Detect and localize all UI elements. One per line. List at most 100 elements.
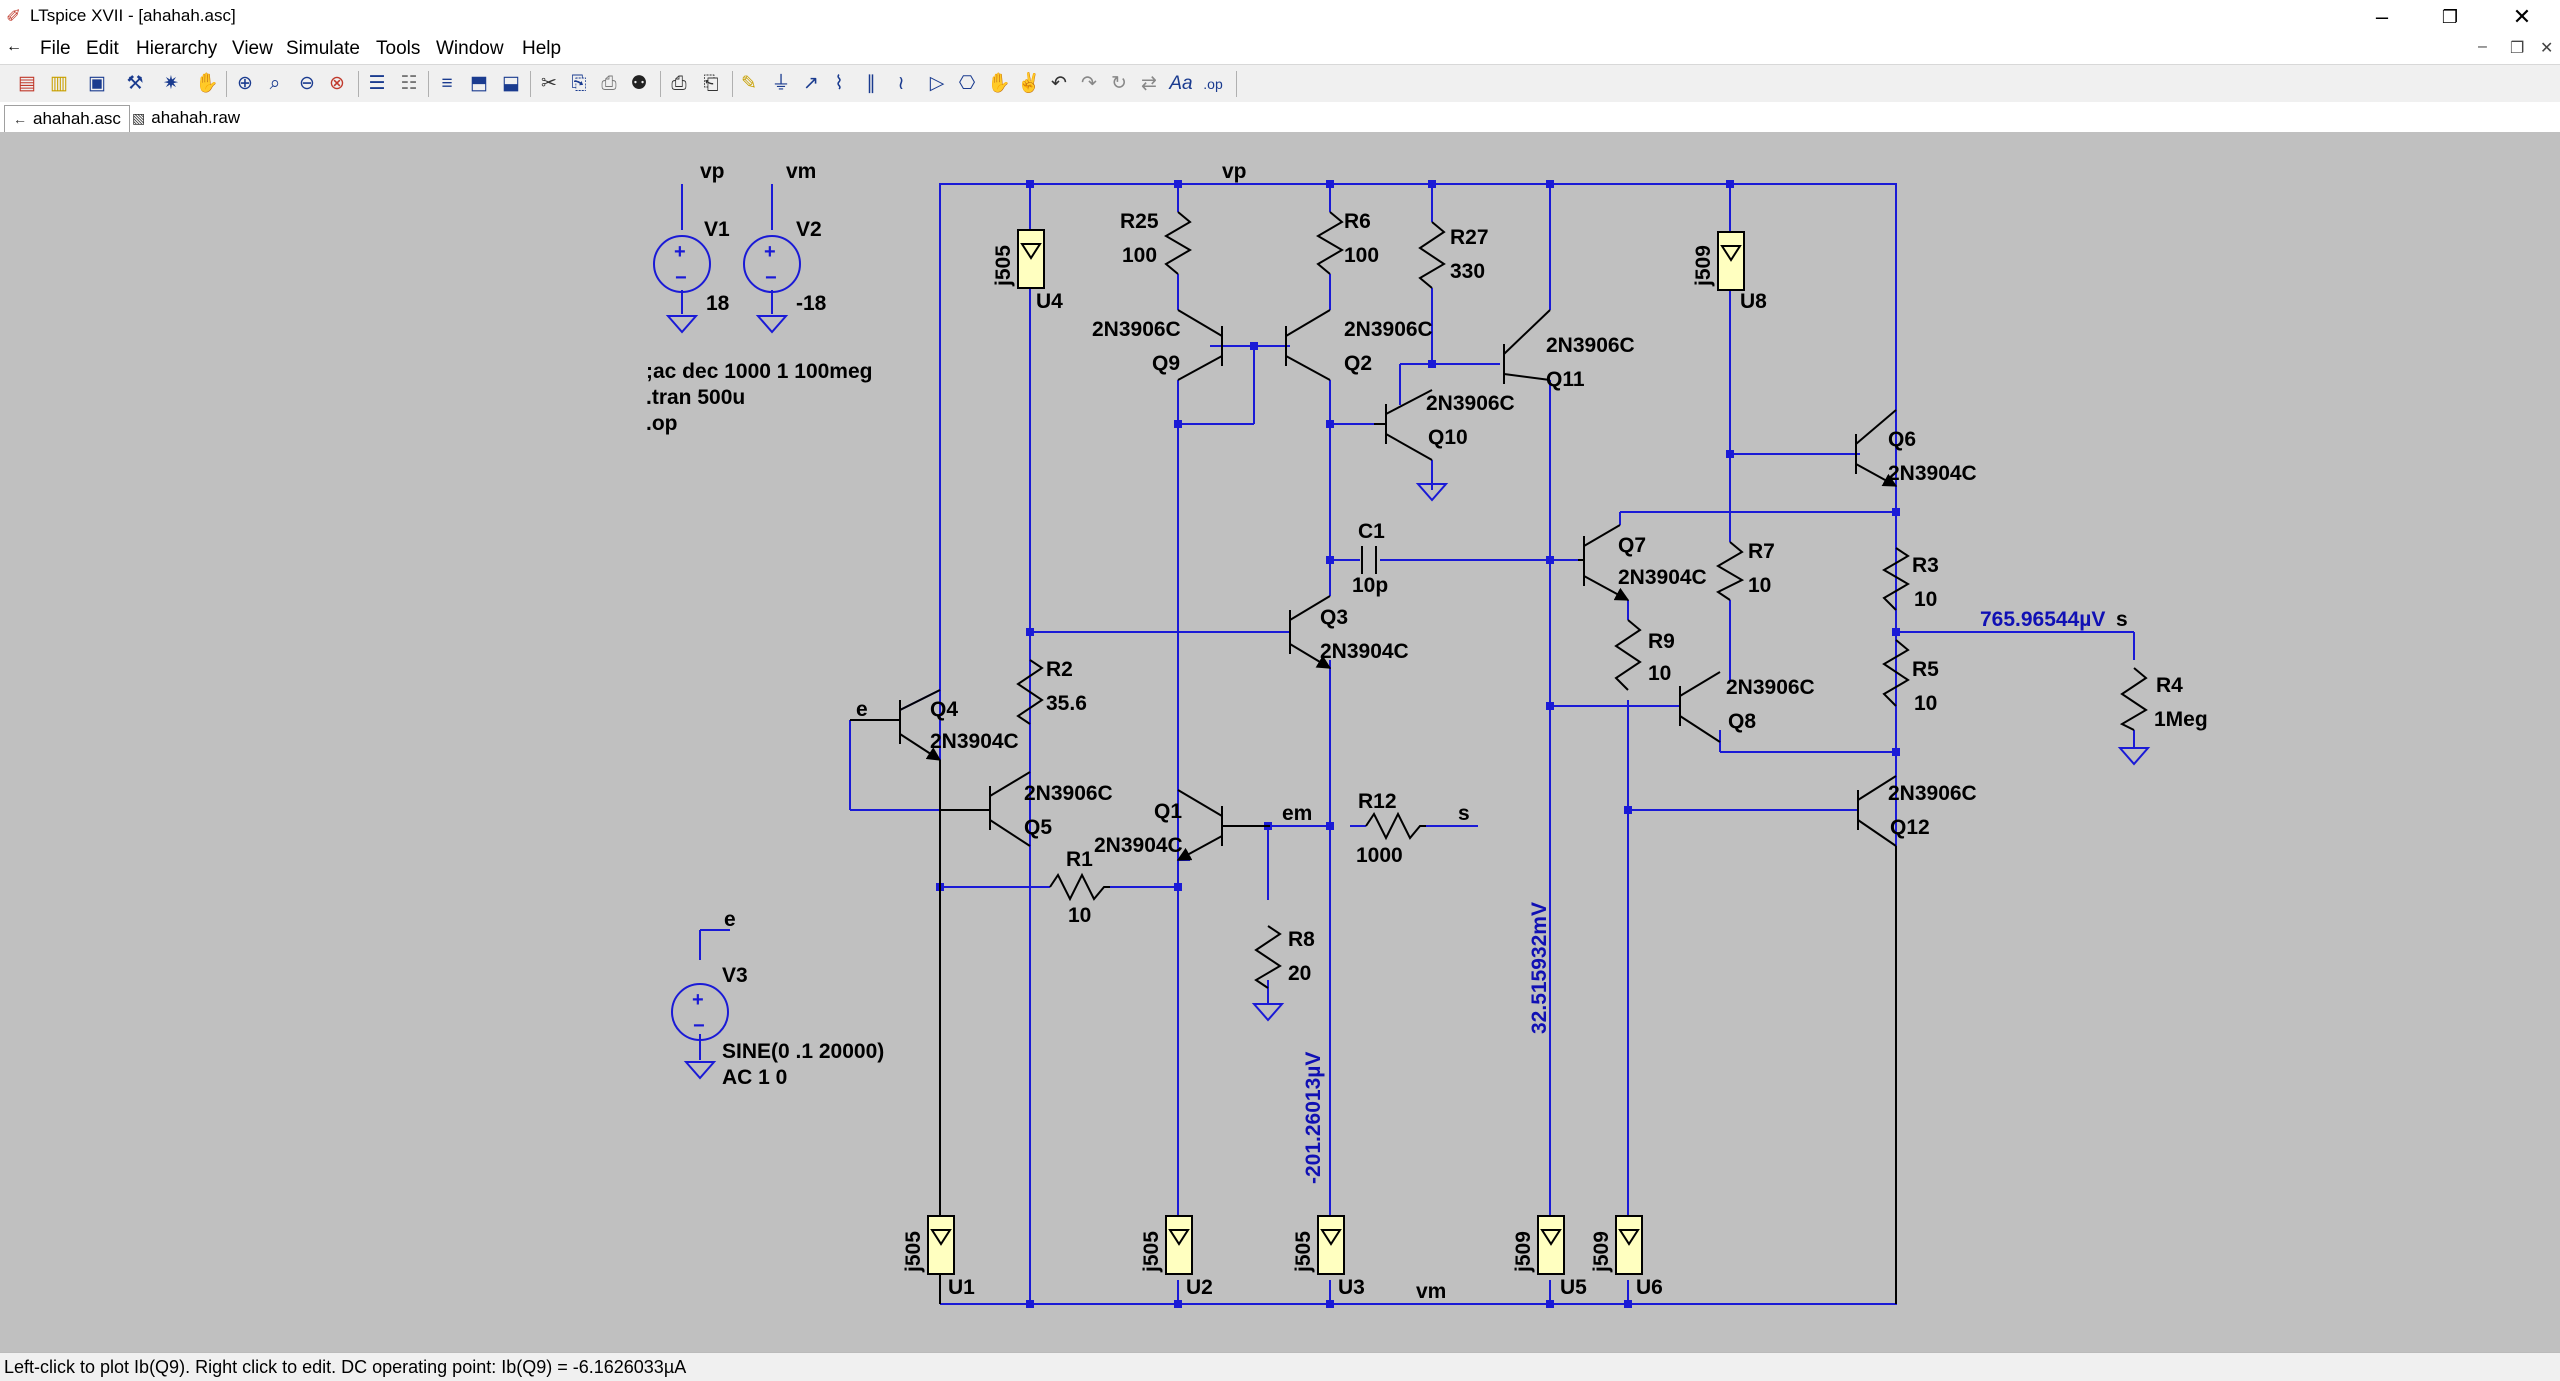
mirror-icon[interactable]: ⇄ xyxy=(1141,73,1157,94)
ground-icon[interactable]: ⏚ xyxy=(771,73,791,94)
svg-text:j505: j505 xyxy=(1140,1231,1163,1273)
status-bar: Left-click to plot Ib(Q9). Right click t… xyxy=(0,1352,2560,1381)
tile-horizontal-icon[interactable]: ≡ xyxy=(441,73,453,94)
component-icon[interactable]: ⎔ xyxy=(958,73,976,94)
menu-hierarchy[interactable]: Hierarchy xyxy=(136,38,218,59)
zoom-in-icon[interactable]: ⊕ xyxy=(237,73,253,94)
mdi-close-button[interactable]: ✕ xyxy=(2540,40,2554,57)
net-label-e-v3: e xyxy=(724,908,736,931)
voltage-source-v2[interactable]: + − xyxy=(743,235,801,334)
inductor-icon[interactable]: ≀ xyxy=(897,73,905,94)
run-icon[interactable]: ✷ xyxy=(163,73,179,94)
diode-icon[interactable]: ▷ xyxy=(929,73,945,94)
menu-file[interactable]: File xyxy=(40,38,71,59)
svg-text:10: 10 xyxy=(1914,692,1937,715)
schematic-canvas[interactable]: + − + − + − xyxy=(0,132,2560,1352)
autorange-icon[interactable]: ☰ xyxy=(368,73,386,94)
text-icon[interactable]: Aa xyxy=(1169,73,1193,94)
ltspice-app-icon: ✐ xyxy=(6,6,22,26)
junction-dots xyxy=(936,180,1900,1308)
minimize-button[interactable]: – xyxy=(2375,4,2389,29)
voltage-source-v1[interactable]: + − xyxy=(653,235,711,334)
net-label-e-q4: e xyxy=(856,698,868,721)
find-icon[interactable]: ⚉ xyxy=(630,73,648,94)
svg-text:Q11: Q11 xyxy=(1546,368,1585,391)
svg-text:2N3904C: 2N3904C xyxy=(1094,834,1183,857)
save-icon[interactable]: ▣ xyxy=(88,73,106,94)
title-bar: ✐ LTspice XVII - [ahahah.asc] – ❐ ✕ xyxy=(0,0,2560,34)
zoom-out-icon[interactable]: ⊖ xyxy=(299,73,315,94)
mdi-system-icon[interactable]: ← xyxy=(6,38,22,55)
redo-icon[interactable]: ↷ xyxy=(1081,73,1097,94)
svg-text:Q1: Q1 xyxy=(1154,800,1182,823)
svg-text:Q8: Q8 xyxy=(1728,710,1756,733)
new-schematic-icon[interactable]: ▤ xyxy=(18,73,36,94)
v3-name: V3 xyxy=(722,964,748,987)
v1-value: 18 xyxy=(706,292,730,315)
voltage-source-v3[interactable]: + − xyxy=(671,983,729,1080)
svg-text:U2: U2 xyxy=(1186,1276,1213,1299)
mdi-restore-button[interactable]: ❐ xyxy=(2510,40,2525,57)
undo-icon[interactable]: ↶ xyxy=(1051,73,1067,94)
mdi-minimize-button[interactable]: – xyxy=(2478,38,2487,55)
rotate-icon[interactable]: ↻ xyxy=(1111,73,1127,94)
menu-window[interactable]: Window xyxy=(436,38,504,59)
paste-icon[interactable]: ⎙ xyxy=(601,73,617,94)
spice-directives[interactable]: ;ac dec 1000 1 100meg .tran 500u .op xyxy=(646,360,873,435)
svg-text:2N3906C: 2N3906C xyxy=(1344,318,1433,341)
schematic-file-icon: ← xyxy=(13,111,27,127)
tab-schematic[interactable]: ←ahahah.asc xyxy=(4,105,130,132)
capacitor-c1[interactable] xyxy=(1361,546,1377,574)
menu-tools[interactable]: Tools xyxy=(376,38,421,59)
menu-edit[interactable]: Edit xyxy=(86,38,119,59)
jfet-labels: U4 j505 U8 j509 U1 j505 U2 j505 U3 j505 … xyxy=(902,245,1767,1299)
svg-text:10: 10 xyxy=(1648,662,1671,685)
menu-help[interactable]: Help xyxy=(522,38,562,59)
svg-text:Q3: Q3 xyxy=(1320,606,1348,629)
menu-simulate[interactable]: Simulate xyxy=(286,38,360,59)
copy-icon[interactable]: ⎘ xyxy=(571,73,587,94)
print-preview-icon[interactable]: ⎗ xyxy=(703,73,719,94)
pan-icon[interactable]: ⌕ xyxy=(269,73,281,94)
capacitor-icon[interactable]: ∥ xyxy=(866,73,876,94)
open-icon[interactable]: ▥ xyxy=(50,73,68,94)
halt-icon[interactable]: ✋ xyxy=(195,73,219,94)
svg-text:+: + xyxy=(764,241,776,263)
svg-text:C1: C1 xyxy=(1358,520,1385,543)
menu-view[interactable]: View xyxy=(232,38,273,59)
net-labels: vp vm vp vm e e em s s xyxy=(700,160,2128,1303)
svg-text:Q5: Q5 xyxy=(1024,816,1052,839)
svg-text:Q9: Q9 xyxy=(1152,352,1180,375)
cut-icon[interactable]: ✂ xyxy=(541,73,557,94)
wire-icon[interactable]: ✎ xyxy=(741,73,757,94)
svg-text:R3: R3 xyxy=(1912,554,1939,577)
ground-symbols xyxy=(1251,483,2151,1022)
fft-icon[interactable]: ☷ xyxy=(400,73,418,94)
svg-text:R27: R27 xyxy=(1450,226,1489,249)
jfet-current-sources[interactable] xyxy=(927,229,1745,1275)
transistor-symbols[interactable] xyxy=(850,309,1898,1304)
schematic-drawing[interactable]: + − + − + − xyxy=(0,132,2560,1352)
svg-text:2N3906C: 2N3906C xyxy=(1092,318,1181,341)
label-net-icon[interactable]: ↗ xyxy=(803,73,819,94)
svg-text:2N3904C: 2N3904C xyxy=(1888,462,1977,485)
spice-directive-icon[interactable]: .op xyxy=(1203,76,1223,92)
op-point-annotations[interactable]: 765.96544µV 32.515932mV -201.26013µV xyxy=(1302,608,2105,1184)
control-panel-icon[interactable]: ⚒ xyxy=(126,73,144,94)
print-icon[interactable]: ⎙ xyxy=(671,73,687,94)
svg-text:Q7: Q7 xyxy=(1618,534,1646,557)
directive-tran: .tran 500u xyxy=(646,386,745,409)
move-icon[interactable]: ✋ xyxy=(987,73,1011,94)
svg-text:U8: U8 xyxy=(1740,290,1767,313)
close-button[interactable]: ✕ xyxy=(2512,4,2532,29)
net-label-em: em xyxy=(1282,802,1312,825)
maximize-button[interactable]: ❐ xyxy=(2441,7,2459,27)
drag-icon[interactable]: ✌ xyxy=(1017,73,1041,94)
cascade-icon[interactable]: ⬓ xyxy=(502,73,520,94)
tile-vertical-icon[interactable]: ⬒ xyxy=(470,73,488,94)
zoom-fit-icon[interactable]: ⊗ xyxy=(329,73,345,94)
svg-text:R8: R8 xyxy=(1288,928,1315,951)
resistor-zigzags[interactable] xyxy=(1016,211,2148,989)
tab-waveform[interactable]: ▧ahahah.raw xyxy=(124,105,248,131)
resistor-icon[interactable]: ⌇ xyxy=(834,73,844,94)
